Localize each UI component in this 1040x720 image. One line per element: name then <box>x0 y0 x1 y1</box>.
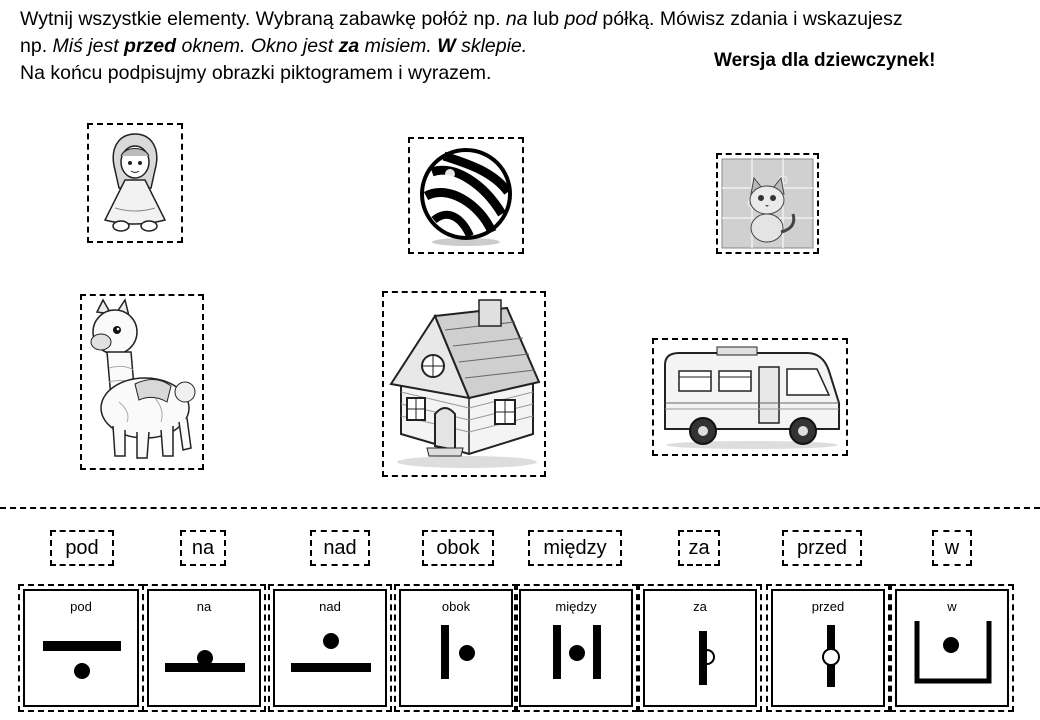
emphasis-na: na <box>505 8 528 30</box>
doll-icon <box>103 133 167 232</box>
dot-behind-bar-icon <box>699 631 715 685</box>
cut-line-divider <box>0 507 1040 509</box>
pictogram-label: między <box>555 599 597 614</box>
pictogram-frame: przed <box>771 589 885 707</box>
dot-in-front-of-bar-icon <box>822 625 840 687</box>
cutout-doll[interactable] <box>87 123 183 243</box>
word-card-miedzy[interactable]: między <box>528 530 622 566</box>
instruction-line-2: np. Miś jest przed oknem. Okno jest za m… <box>20 33 1030 60</box>
emphasis-w: W <box>437 35 456 57</box>
pictogram-frame: w <box>895 589 1009 707</box>
text: Wytnij wszystkie elementy. Wybraną zabaw… <box>20 8 506 30</box>
dot-beside-bar-icon <box>441 625 475 679</box>
text: oknem. Okno jest <box>176 35 339 57</box>
pictogram-card-na[interactable]: na <box>142 584 266 712</box>
instruction-line-3: Na końcu podpisujmy obrazki piktogramem … <box>20 62 492 84</box>
pictogram-frame: za <box>643 589 757 707</box>
pictogram-frame: na <box>147 589 261 707</box>
dot-in-container-icon <box>914 621 992 684</box>
pictogram-label: obok <box>441 599 471 614</box>
pictogram-card-za[interactable]: za <box>638 584 762 712</box>
text: misiem. <box>359 35 438 57</box>
pictogram-card-obok[interactable]: obok <box>394 584 518 712</box>
pictogram-card-przed[interactable]: przed <box>766 584 890 712</box>
cutout-camper[interactable] <box>652 338 848 456</box>
word-card-obok[interactable]: obok <box>422 530 494 566</box>
instruction-line-1: Wytnij wszystkie elementy. Wybraną zabaw… <box>20 6 1030 33</box>
pictogram-frame: między <box>519 589 633 707</box>
dot-between-bars-icon <box>553 625 601 679</box>
ball-icon <box>420 147 512 246</box>
text: sklepie. <box>455 35 528 57</box>
word-card-przed[interactable]: przed <box>782 530 862 566</box>
dot-on-bar-icon <box>165 650 245 672</box>
llama-icon <box>90 298 196 459</box>
text: Miś jest <box>52 35 125 57</box>
emphasis-przed: przed <box>124 35 177 57</box>
pictogram-frame: obok <box>399 589 513 707</box>
emphasis-za: za <box>338 35 360 57</box>
pictogram-label: przed <box>811 599 845 614</box>
cutout-house[interactable] <box>382 291 546 477</box>
pictogram-label: za <box>693 599 707 614</box>
cutout-llama[interactable] <box>80 294 204 470</box>
word-card-za[interactable]: za <box>678 530 720 566</box>
pictogram-label: nad <box>319 599 341 614</box>
word-card-w[interactable]: w <box>932 530 972 566</box>
pictogram-card-nad[interactable]: nad <box>268 584 392 712</box>
word-card-na[interactable]: na <box>180 530 226 566</box>
pictogram-label: w <box>947 599 957 614</box>
version-label: Wersja dla dziewczynek! <box>714 50 936 71</box>
text: półką. Mówisz zdania i wskazujesz <box>597 8 903 30</box>
text: np. <box>20 35 53 57</box>
pictogram-label: pod <box>70 599 92 614</box>
pictogram-label: na <box>196 599 212 614</box>
word-card-nad[interactable]: nad <box>310 530 370 566</box>
instructions: Wytnij wszystkie elementy. Wybraną zabaw… <box>20 6 1030 87</box>
camper-van-icon <box>664 346 840 449</box>
pictogram-card-pod[interactable]: pod <box>18 584 144 712</box>
word-card-pod[interactable]: pod <box>50 530 114 566</box>
house-icon <box>389 299 541 468</box>
cutout-puzzle[interactable] <box>716 153 819 254</box>
emphasis-pod: pod <box>564 8 598 30</box>
dot-above-bar-icon <box>291 633 371 672</box>
pictogram-frame: pod <box>23 589 139 707</box>
pictogram-card-w[interactable]: w <box>890 584 1014 712</box>
text: lub <box>527 8 565 30</box>
cutout-ball[interactable] <box>408 137 524 254</box>
pictogram-card-miedzy[interactable]: między <box>514 584 638 712</box>
pictogram-frame: nad <box>273 589 387 707</box>
dot-below-bar-icon <box>43 641 121 679</box>
cat-puzzle-icon <box>721 158 814 249</box>
